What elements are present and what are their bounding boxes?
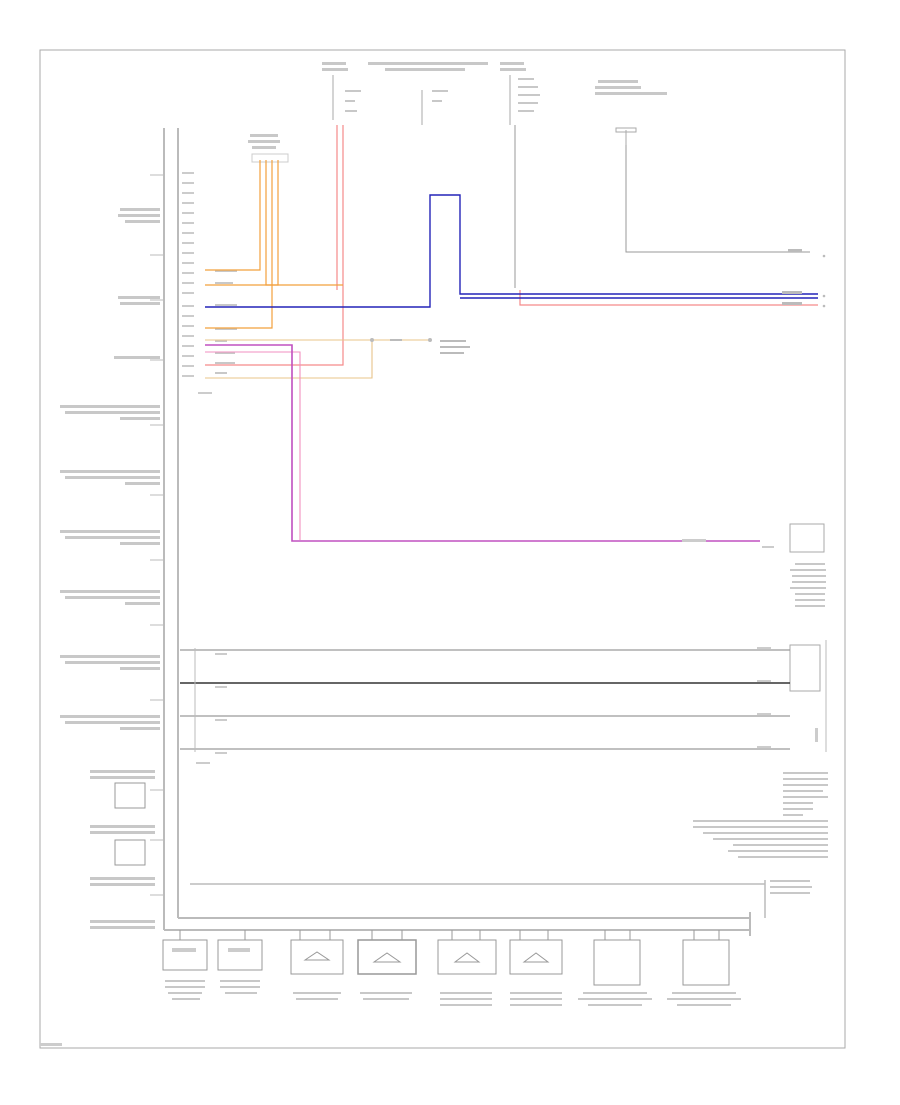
- right-component-box-1: [682, 523, 826, 607]
- wire-orange: [205, 160, 343, 329]
- bottom-box-2: [217, 930, 263, 971]
- bottom-component-labels: [165, 980, 741, 1006]
- bottom-box-5: [437, 930, 497, 975]
- right-connector-ends: [782, 249, 826, 308]
- footer-code-mark: [40, 1043, 62, 1046]
- top-fuses: [332, 75, 637, 145]
- bottom-box-7: [593, 930, 641, 986]
- bottom-box-6: [509, 930, 563, 975]
- signal-line-labels: [196, 647, 771, 764]
- bottom-components: [162, 930, 730, 986]
- right-label-stack: [693, 772, 828, 894]
- splice-ground: [370, 338, 470, 354]
- pin-number-column: [182, 172, 212, 394]
- left-module: [150, 128, 766, 936]
- wire-pink: [205, 351, 301, 540]
- signal-lines: [180, 648, 790, 752]
- left-component-labels: [60, 208, 160, 929]
- diagram-border: [39, 49, 846, 1049]
- bottom-box-8: [682, 930, 730, 986]
- right-component-box-2: [789, 640, 827, 752]
- wire-grey-fuse: [514, 125, 810, 288]
- bottom-box-1: [162, 930, 208, 971]
- wire-code-labels: [215, 270, 237, 374]
- wire-red: [205, 125, 818, 366]
- wire-purple: [205, 344, 760, 542]
- connector-top-label: [248, 134, 289, 163]
- left-sensor-boxes: [114, 782, 146, 866]
- bottom-box-3: [290, 930, 344, 975]
- wire-blue: [205, 194, 818, 308]
- top-fuse-labels: [322, 62, 667, 112]
- bottom-box-4: [357, 930, 417, 975]
